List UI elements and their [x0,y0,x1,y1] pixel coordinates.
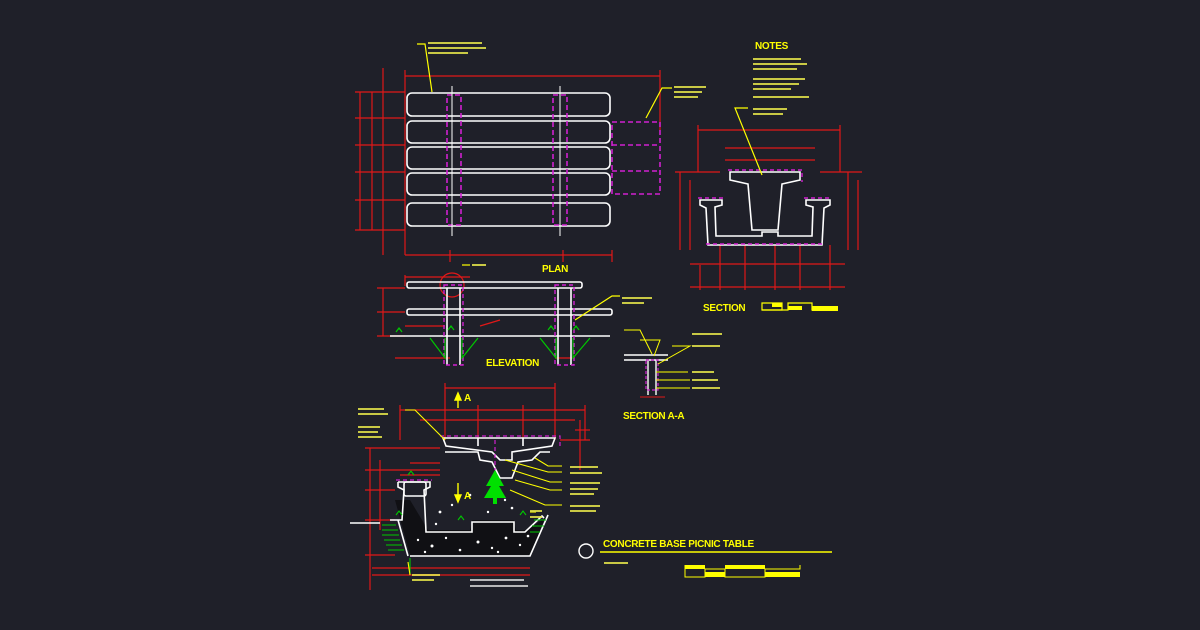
section-aa-label: SECTION A-A [623,411,685,422]
notes-heading: NOTES [755,41,788,52]
detail-leaders [405,409,562,576]
title-block [578,543,832,578]
elevation-footings [395,325,591,360]
detail-hidden [396,435,561,481]
section-outline [699,171,831,246]
ground-hatch [382,470,546,575]
plan-dimensions [355,68,661,262]
elevation-view [377,264,620,366]
section-aa-leaders [624,329,692,389]
detail-outline [350,437,557,557]
section-aa-hidden [645,359,659,391]
tree-symbol [484,470,506,504]
elevation-leaders [462,264,620,321]
elevation-label: ELEVATION [486,358,540,369]
aggregate [416,493,530,554]
section-label: SECTION [703,303,746,314]
cut-markers [453,391,463,504]
plan-label: PLAN [542,264,569,275]
plan-planks [406,92,611,227]
plan-view [355,43,672,262]
detail-section-view [350,383,590,590]
title-scale-bar [684,565,801,578]
section-hidden [698,169,832,245]
section-leaders [734,107,763,176]
plan-centerlines [451,86,561,236]
detail-dimensions [365,383,590,590]
section-view [675,107,862,311]
elevation-dimensions [377,272,572,359]
plan-leaders [417,43,672,119]
plan-hidden-supports [446,94,661,226]
section-aa-view [624,329,692,398]
elevation-hidden [443,284,575,366]
elevation-outline [390,281,613,365]
cut-marker-top: A [464,393,471,404]
cut-marker-bottom: A [464,491,471,502]
section-dimensions [675,125,862,290]
concrete-fill [395,500,545,555]
section-scale-bar [761,302,838,311]
drawing-title: CONCRETE BASE PICNIC TABLE [603,539,754,550]
